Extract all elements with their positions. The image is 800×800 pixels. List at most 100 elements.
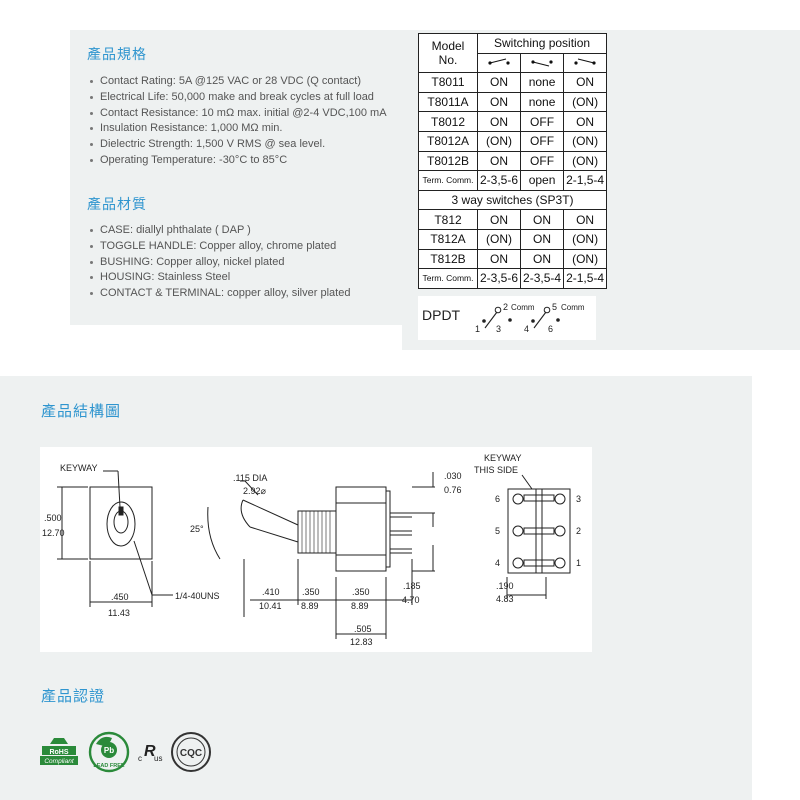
dpdt-contact-1 [482,319,486,323]
dim-350b-text: .350 [352,587,370,597]
table-cell: ON [476,111,522,132]
structure-svg: KEYWAY .500 12.70 .450 11.43 1/4-40UNS [42,453,581,647]
side-view [207,472,435,639]
specs-list: Contact Rating: 5A @125 VAC or 28 VDC (Q… [88,74,387,169]
dpdt-contact-4 [531,319,535,323]
dia-leader [244,480,259,496]
switch-body [335,486,387,572]
dpdt-pin2: 2 [503,302,508,312]
table-cell: 2-1,5-4 [563,268,608,289]
pin-3-text: 3 [576,494,581,504]
angle-text: 25° [190,524,204,534]
dpdt-contact-6 [556,318,560,322]
keyway-leader-2 [117,470,121,508]
terminal-pad-5 [512,525,524,537]
dim-889b-text: 8.89 [351,601,369,611]
table-cell: ON [476,248,522,270]
pin-4-text: 4 [495,558,500,568]
dim-1283-text: 12.83 [350,637,373,647]
dim-076-text: 0.76 [444,485,462,495]
terminal-pad-6 [512,493,524,505]
terminal-pad-3 [554,493,566,505]
body-plate [385,490,391,568]
dpdt-lever-1 [484,311,498,329]
table-cell: OFF [520,130,565,152]
front-view-keyway [118,506,124,516]
table-row: T812A(ON)ON(ON) [418,228,608,250]
ul-c-text: c [138,754,142,763]
table-cell: ON [563,72,608,93]
dim-185-text: .185 [403,581,421,591]
table-cell: (ON) [563,150,608,172]
cert-svg: RoHS Compliant Pb LEAD FREE c R us CQC [40,731,211,773]
table-cell: ON [520,209,565,230]
dim-190-text: .190 [496,581,514,591]
switch-symbol-right-icon [563,52,608,74]
dpdt-diagram: DPDT 1 2 Comm 3 4 5 Comm 6 [418,296,596,340]
dim-350a-text: .350 [302,587,320,597]
dim-1270-text: 12.70 [42,528,65,538]
switch-symbol-center-icon [520,52,565,74]
dpdt-contact-3 [508,318,512,322]
table-cell: ON [563,209,608,230]
dpdt-pin1: 1 [475,324,480,334]
dpdt-pin5: 5 [552,302,557,312]
spec-item: Electrical Life: 50,000 make and break c… [88,90,387,106]
dim-483-text: 4.83 [496,594,514,604]
table-cell: ON [563,111,608,132]
angle-arc [207,506,221,560]
table-row-label: T8011 [418,72,478,93]
switch-symbol-left-icon [476,52,522,74]
material-item: HOUSING: Stainless Steel [88,270,350,286]
front-view-bushing [106,501,136,547]
dpdt-pin4: 4 [524,324,529,334]
spec-panel [70,30,410,325]
structure-title: 產品結構圖 [41,403,122,420]
svg-text:R: R [144,743,156,760]
table-cell: 2-3,5-6 [476,170,522,191]
switching-position-header: Switching position [476,33,608,54]
dpdt-comm-a: Comm [511,303,535,312]
terminal-bar-bot [523,559,555,567]
rohs-text: RoHS [49,749,68,756]
table-cell: 2-3,5-6 [476,268,522,289]
dpdt-schematic: DPDT 1 2 Comm 3 4 5 Comm 6 [422,302,585,334]
table-cell: ON [476,209,522,230]
dim-450-text: .450 [111,592,129,602]
terminal-view [506,474,571,599]
front-view [57,470,173,607]
table-cell: ON [476,150,522,172]
materials-title: 產品材質 [87,196,147,212]
thread-text: 1/4-40UNS [175,591,220,601]
keyway-side-label-1: KEYWAY [484,453,522,463]
dim-410-text: .410 [262,587,280,597]
model-header-line1: Model [431,39,465,54]
spec-item: Operating Temperature: -30°C to 85°C [88,153,387,169]
handle-lower [249,526,299,543]
dpdt-contact-2 [494,306,502,314]
material-item: TOGGLE HANDLE: Copper alloy, chrome plat… [88,239,350,255]
table-row-label: T812A [418,228,478,250]
table-row: T8012A(ON)OFF(ON) [418,130,608,152]
certifications-title: 產品認證 [41,688,106,705]
specs-title: 產品規格 [87,46,147,62]
pin-2-text: 2 [576,526,581,536]
front-view-body [89,486,153,560]
pin-1-text: 1 [576,558,581,568]
ul-us-text: us [154,754,162,763]
table-cell: 2-1,5-4 [563,170,608,191]
table-cell: OFF [520,150,565,172]
keyway-side-label-2: THIS SIDE [474,465,518,475]
dim-470-text: 4.70 [402,595,420,605]
dpdt-pin3: 3 [496,324,501,334]
table-cell: (ON) [563,91,608,113]
pin-5-text: 5 [495,526,500,536]
material-item: BUSHING: Copper alloy, nickel plated [88,255,350,271]
dpdt-lever-2 [533,311,547,329]
table-row-label: T812B [418,248,478,270]
